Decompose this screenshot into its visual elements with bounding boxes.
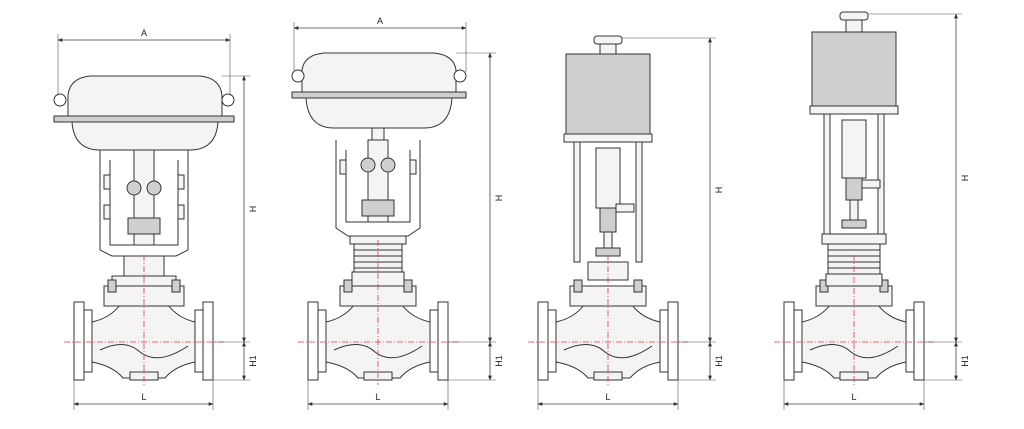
- dim-label-h-valve4: H: [960, 175, 970, 182]
- dim-label-h1-valve1: H1: [248, 355, 258, 367]
- support-pillars: [573, 139, 643, 263]
- dim-label-h1-valve3: H1: [714, 355, 724, 367]
- valve-body: [73, 255, 214, 381]
- dim-label-h-valve1: H: [248, 206, 258, 213]
- dimension-labels: A H H1 L A H H1 L H H1 L H H1 L: [141, 16, 970, 402]
- dim-label-a-valve2: A: [377, 16, 383, 26]
- dim-label-l-valve3: L: [605, 392, 610, 402]
- yoke: [335, 139, 421, 237]
- support-pillars: [823, 113, 885, 235]
- dim-label-h-valve3: H: [714, 187, 724, 194]
- dim-label-h-valve2: H: [494, 195, 504, 202]
- dim-label-l-valve2: L: [375, 392, 380, 402]
- diaphragm-actuator: [53, 75, 235, 151]
- valve-pneumatic-diaphragm: [53, 75, 235, 385]
- valve-electric-bellows: [774, 11, 934, 385]
- electric-actuator-housing: [809, 11, 899, 115]
- valve-electric-actuator: [528, 35, 688, 385]
- yoke: [99, 149, 189, 257]
- dim-label-a-valve1: A: [141, 28, 147, 38]
- diaphragm-actuator: [291, 52, 467, 141]
- dim-label-h1-valve4: H1: [960, 355, 970, 367]
- valve-pneumatic-bellows: [291, 52, 467, 385]
- electric-actuator-housing: [563, 35, 653, 143]
- dim-label-l-valve4: L: [851, 392, 856, 402]
- dimension-lines: [57, 13, 962, 410]
- dim-label-h1-valve2: H1: [494, 355, 504, 367]
- dim-label-l-valve1: L: [141, 392, 146, 402]
